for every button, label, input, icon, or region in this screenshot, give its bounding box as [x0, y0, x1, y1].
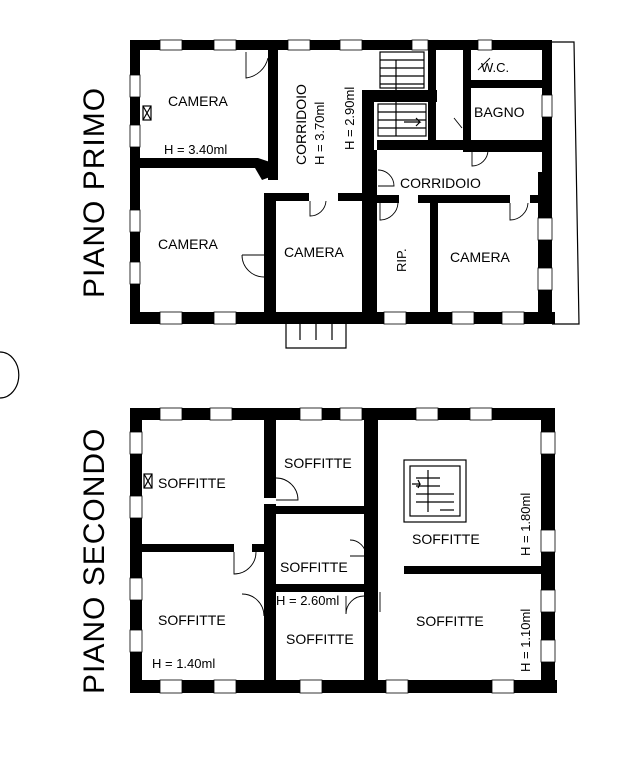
label-corridoio-horizontal: CORRIDOIO — [400, 175, 481, 191]
first-floor-windows — [129, 39, 553, 325]
label-soffitte-ne: SOFFITTE — [412, 531, 480, 547]
label-soffitte-bottom-center: SOFFITTE — [286, 631, 354, 647]
second-floor-plan: SOFFITTE SOFFITTE SOFFITTE H = 2.60ml SO… — [78, 407, 557, 694]
label-soffitte-sw: SOFFITTE — [158, 612, 226, 628]
stair-icon — [377, 51, 427, 137]
label-camera-center: CAMERA — [284, 244, 345, 260]
stair-icon — [403, 459, 467, 523]
label-soffitte-nw: SOFFITTE — [158, 475, 226, 491]
second-floor-windows — [129, 407, 556, 694]
label-soffitte-top-center: SOFFITTE — [284, 455, 352, 471]
label-soffitte-mid-center-height: H = 2.60ml — [276, 593, 339, 608]
label-corridoio-vertical: CORRIDOIO — [293, 84, 309, 165]
label-camera-sw: CAMERA — [158, 236, 219, 252]
label-camera-nw-height: H = 3.40ml — [164, 142, 227, 157]
chimney-icon — [142, 105, 152, 121]
label-camera-se: CAMERA — [450, 249, 511, 265]
label-soffitte-ne-height: H = 1.80ml — [518, 493, 533, 556]
label-soffitte-se: SOFFITTE — [416, 613, 484, 629]
label-corridoio-height-2: H = 2.90ml — [342, 87, 357, 150]
label-wc: W.C. — [481, 60, 509, 75]
first-floor-title: PIANO PRIMO — [78, 87, 111, 298]
label-rip: RIP. — [394, 248, 409, 272]
label-soffitte-sw-height: H = 1.40ml — [152, 656, 215, 671]
second-floor-doors — [233, 477, 381, 617]
label-corridoio-height-1: H = 3.70ml — [312, 102, 327, 165]
first-floor-plan: CAMERA H = 3.40ml CORRIDOIO H = 3.70ml H… — [78, 39, 580, 349]
label-camera-nw: CAMERA — [168, 93, 229, 109]
label-soffitte-mid-center: SOFFITTE — [280, 559, 348, 575]
label-soffitte-se-height: H = 1.10ml — [518, 609, 533, 672]
chimney-icon — [143, 473, 153, 489]
label-bagno: BAGNO — [474, 104, 525, 120]
first-floor-doors — [241, 52, 529, 278]
edge-circle-mark — [0, 351, 20, 399]
second-floor-title: PIANO SECONDO — [78, 428, 111, 694]
